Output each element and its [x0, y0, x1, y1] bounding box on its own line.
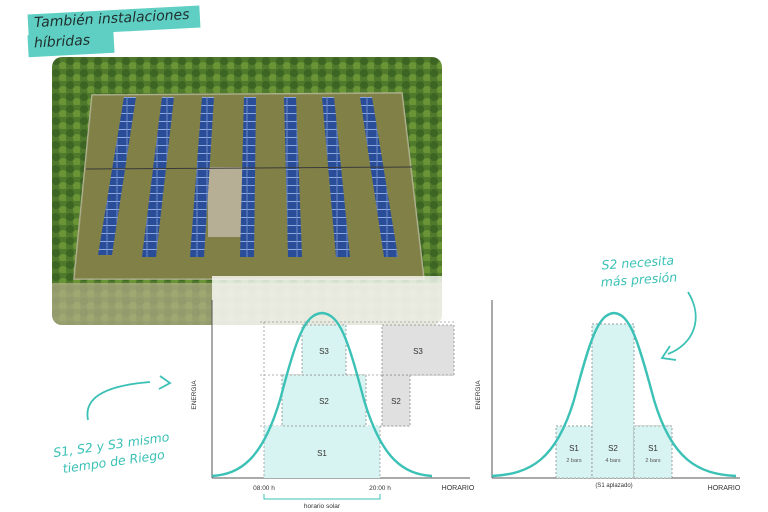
energy-curve: [491, 311, 737, 478]
block-s1-right: [633, 425, 673, 479]
block-label: S2: [319, 397, 329, 406]
block-s2-tall: [591, 323, 635, 479]
block-s3: [301, 324, 347, 376]
tick-label-end: 20:00 h: [369, 485, 391, 492]
arrow-right: [667, 291, 697, 355]
block-label: S3: [319, 347, 329, 356]
bracket-label: horario solar: [304, 503, 341, 510]
block-label: S1: [648, 444, 658, 453]
note-more-pressure: S2 necesita más presión: [599, 251, 678, 290]
block-sub-label: 2 bars: [645, 458, 661, 464]
block-s3-gray: [381, 324, 455, 376]
block-s1: [264, 426, 380, 478]
arrow-left: [86, 381, 151, 421]
tick-label-start: 08:00 h: [253, 485, 275, 492]
arrow-head-icon: [660, 345, 677, 361]
block-sub-label: 2 bars: [566, 458, 582, 464]
block-label: S2: [391, 397, 401, 406]
left-x-label: HORARIO: [442, 485, 475, 492]
left-chart: ENERGIA HORARIO S1 S2 S3 S2 S3 08:00 h 2…: [191, 300, 475, 510]
block-s1-left: [555, 425, 593, 479]
block-s2-gray: [381, 374, 411, 427]
block-s2: [281, 374, 367, 427]
right-chart: ENERGIA HORARIO S1 2 bars S2 4 bars S1 2…: [475, 300, 741, 492]
block-label: S1: [317, 449, 327, 458]
right-x-label: HORARIO: [708, 485, 741, 492]
right-y-label: ENERGIA: [475, 380, 482, 410]
energy-curve: [211, 311, 433, 478]
block-label: S2: [608, 444, 618, 453]
postponed-label: (S1 aplazado): [595, 483, 632, 489]
solar-hours-bracket: [263, 494, 381, 500]
left-y-label: ENERGIA: [191, 380, 198, 410]
block-label: S3: [413, 347, 423, 356]
block-label: S1: [569, 444, 579, 453]
block-sub-label: 4 bars: [605, 458, 621, 464]
arrow-head-icon: [158, 375, 172, 390]
